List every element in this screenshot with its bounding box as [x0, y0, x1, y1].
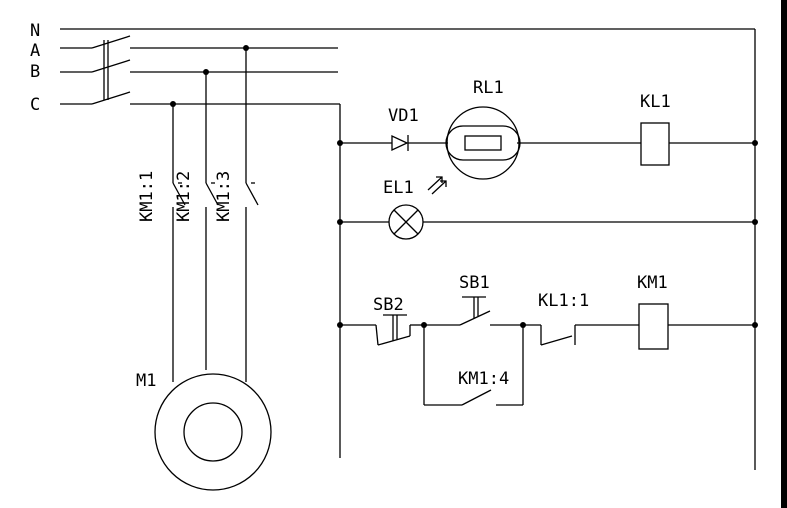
label-m1: M1 — [136, 371, 156, 391]
main-contacts — [172, 48, 259, 382]
main-switch — [91, 35, 131, 105]
label-b: B — [30, 62, 40, 82]
label-km1-2: KM1:2 — [174, 171, 194, 222]
coil-kl1 — [640, 122, 670, 166]
label-vd1: VD1 — [388, 106, 419, 126]
label-kl1-1: KL1:1 — [538, 291, 589, 311]
sensor-rl1-element — [464, 135, 502, 151]
motor-m1 — [154, 373, 272, 491]
label-kl1: KL1 — [640, 92, 671, 112]
coil-km1 — [638, 303, 669, 350]
label-el1: EL1 — [383, 178, 414, 198]
label-km1-4: KM1:4 — [458, 369, 509, 389]
light-arrows — [427, 176, 447, 195]
label-km1-3: KM1:3 — [214, 171, 234, 222]
label-sb1: SB1 — [459, 273, 490, 293]
sensor-rl1-outer — [446, 106, 520, 180]
label-km1-1: KM1:1 — [137, 171, 157, 222]
label-n: N — [30, 21, 40, 41]
rung-1 — [337, 106, 758, 180]
label-km1: KM1 — [637, 273, 668, 293]
sensor-rl1-inner — [445, 125, 521, 161]
rung-3 — [337, 296, 758, 406]
label-rl1: RL1 — [473, 78, 504, 98]
supply-lines — [60, 28, 756, 470]
label-a: A — [30, 41, 40, 61]
right-edge-bar — [781, 0, 787, 508]
diode-vd1 — [391, 134, 409, 152]
label-sb2: SB2 — [373, 295, 404, 315]
label-c: C — [30, 95, 40, 115]
rung-2 — [337, 204, 758, 240]
